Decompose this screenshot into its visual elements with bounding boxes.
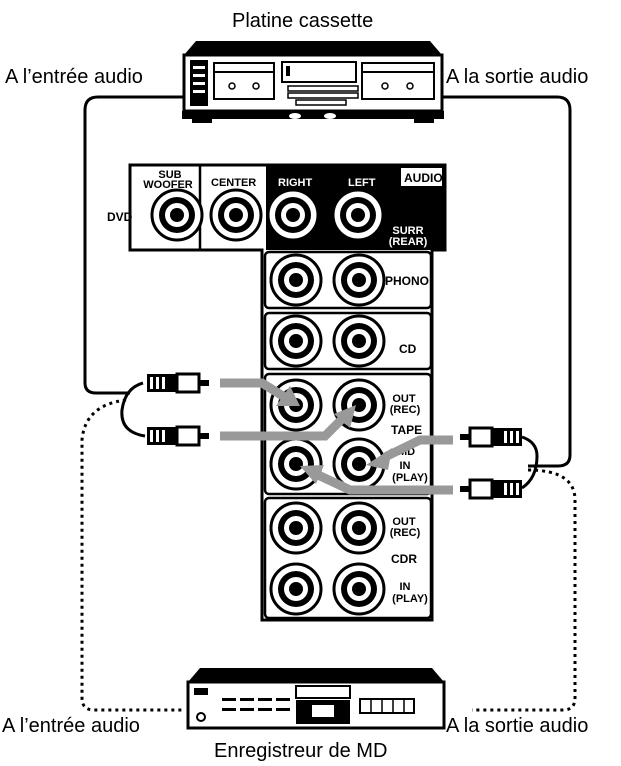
tape-out-label: OUT(REC) xyxy=(390,393,421,416)
tape-deck-title: Platine cassette xyxy=(232,10,374,32)
tape-output-label: A la sortie audio xyxy=(446,66,589,88)
right-label: RIGHT xyxy=(278,177,313,189)
tape-deck-cables xyxy=(83,95,572,490)
left-label: LEFT xyxy=(348,177,376,189)
md-output-label: A la sortie audio xyxy=(446,715,589,737)
tape-label: TAPE xyxy=(391,423,422,437)
audio-label: AUDIO xyxy=(404,171,443,185)
md-input-label: A l’entrée audio xyxy=(2,715,140,737)
md-recorder-title: Enregistreur de MD xyxy=(214,740,388,762)
center-label: CENTER xyxy=(211,177,256,189)
cdr-out-label: OUT(REC) xyxy=(390,516,421,539)
arrow-icon xyxy=(220,378,453,495)
tape-in-label: IN(PLAY) xyxy=(392,460,428,484)
phono-label: PHONO xyxy=(385,274,429,288)
surr-label: SURR(REAR) xyxy=(389,225,428,248)
cd-label: CD xyxy=(399,342,417,356)
cassette-deck-icon xyxy=(182,41,444,123)
md-cables xyxy=(80,398,577,712)
cdr-label: CDR xyxy=(391,552,417,566)
dvd-label: DVD xyxy=(107,210,133,224)
tape-input-label: A l’entrée audio xyxy=(5,66,143,88)
cdr-in-label: IN(PLAY) xyxy=(392,581,428,605)
md-recorder-icon xyxy=(186,668,446,730)
